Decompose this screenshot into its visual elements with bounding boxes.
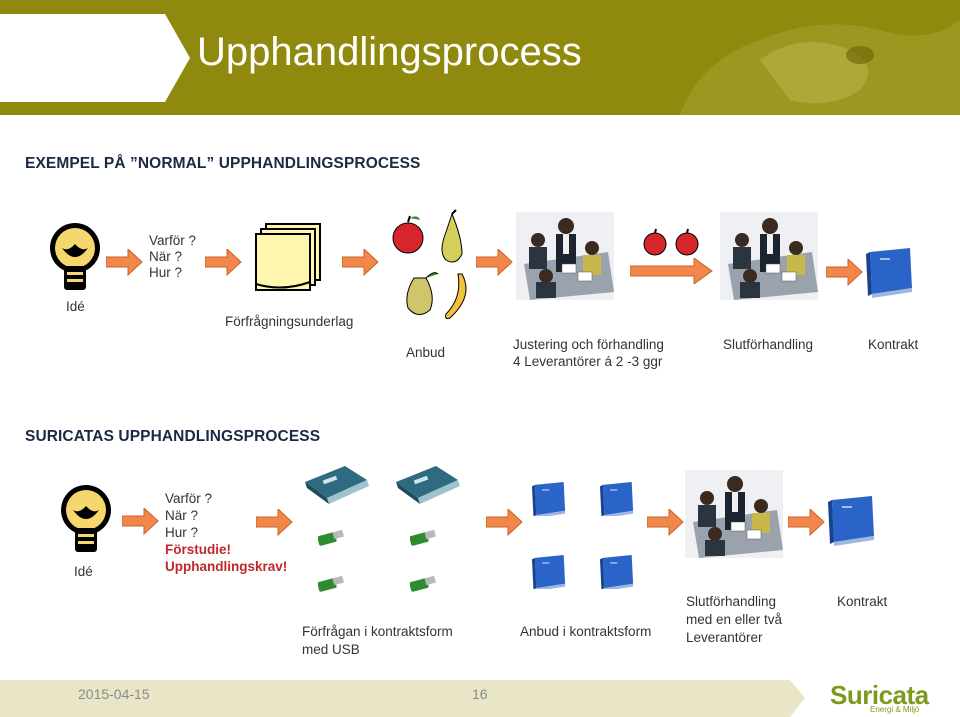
footer-date: 2015-04-15 <box>78 686 150 702</box>
arrow-icon <box>342 249 379 276</box>
rfp-line1: Förfrågan i kontraktsform <box>302 624 453 639</box>
open-binders-icon <box>396 466 460 504</box>
idea-label: Idé <box>66 299 85 314</box>
logo-tagline: Energi & Miljö <box>870 705 920 714</box>
final-line1: Slutförhandling <box>686 594 777 609</box>
usb-icon <box>318 576 344 593</box>
header-tab <box>0 14 190 102</box>
arrow-icon <box>106 249 143 276</box>
usb-icon <box>410 576 436 593</box>
arrow-icon <box>647 509 684 536</box>
question-how: Hur ? <box>165 525 199 540</box>
arrow-icon <box>788 509 825 536</box>
arrow-icon <box>826 259 863 286</box>
section2-title: SURICATAS UPPHANDLINGSPROCESS <box>25 428 321 445</box>
documents-icon <box>255 223 321 291</box>
question-when: När ? <box>149 249 183 264</box>
contract-label: Kontrakt <box>868 337 919 352</box>
question-how: Hur ? <box>149 265 183 280</box>
open-binders-icon <box>305 466 369 504</box>
binder-icon <box>600 555 634 589</box>
lightbulb-icon <box>61 485 111 552</box>
final-line3: Leverantörer <box>686 630 763 645</box>
page-number: 16 <box>472 686 488 702</box>
arrow-icon <box>476 249 513 276</box>
meeting-image <box>685 470 783 558</box>
suricata-logo: Suricata <box>830 680 929 710</box>
final-line2: med en eller två <box>686 612 783 627</box>
rfp-label: Förfrågningsunderlag <box>225 314 354 329</box>
usb-icon <box>318 530 344 547</box>
binder-icon <box>866 248 912 298</box>
binder-icon <box>532 555 566 589</box>
bid-label: Anbud <box>406 345 446 360</box>
binder-icon <box>600 482 634 516</box>
negotiation-line2: 4 Leverantörer á 2 -3 ggr <box>513 354 663 369</box>
negotiation-line1: Justering och förhandling <box>513 337 664 352</box>
apples-icon <box>643 228 699 256</box>
meeting-image <box>720 212 818 300</box>
section1-title: EXEMPEL PÅ ”NORMAL” UPPHANDLINGSPROCESS <box>25 155 421 172</box>
arrow-icon <box>256 509 293 536</box>
question-why: Varför ? <box>165 491 213 506</box>
highlight-requirements: Upphandlingskrav! <box>165 559 288 574</box>
usb-icon <box>410 530 436 547</box>
question-when: När ? <box>165 508 199 523</box>
fruits-icon <box>392 209 467 319</box>
rfp-line2: med USB <box>302 642 360 657</box>
lightbulb-icon <box>50 223 100 290</box>
contract-label: Kontrakt <box>837 594 888 609</box>
question-why: Varför ? <box>149 233 197 248</box>
binder-icon <box>828 496 874 546</box>
meeting-image <box>516 212 614 300</box>
arrow-icon <box>122 508 159 535</box>
bid-label: Anbud i kontraktsform <box>520 624 652 639</box>
arrow-icon <box>486 509 523 536</box>
page-title: Upphandlingsprocess <box>197 30 582 74</box>
meerkat-watermark <box>680 20 960 115</box>
arrow-icon <box>205 249 242 276</box>
long-arrow-icon <box>630 258 713 284</box>
idea-label: Idé <box>74 564 93 579</box>
highlight-prestudy: Förstudie! <box>165 542 231 557</box>
final-label: Slutförhandling <box>723 337 814 352</box>
footer-band <box>0 680 805 717</box>
binder-icon <box>532 482 566 516</box>
